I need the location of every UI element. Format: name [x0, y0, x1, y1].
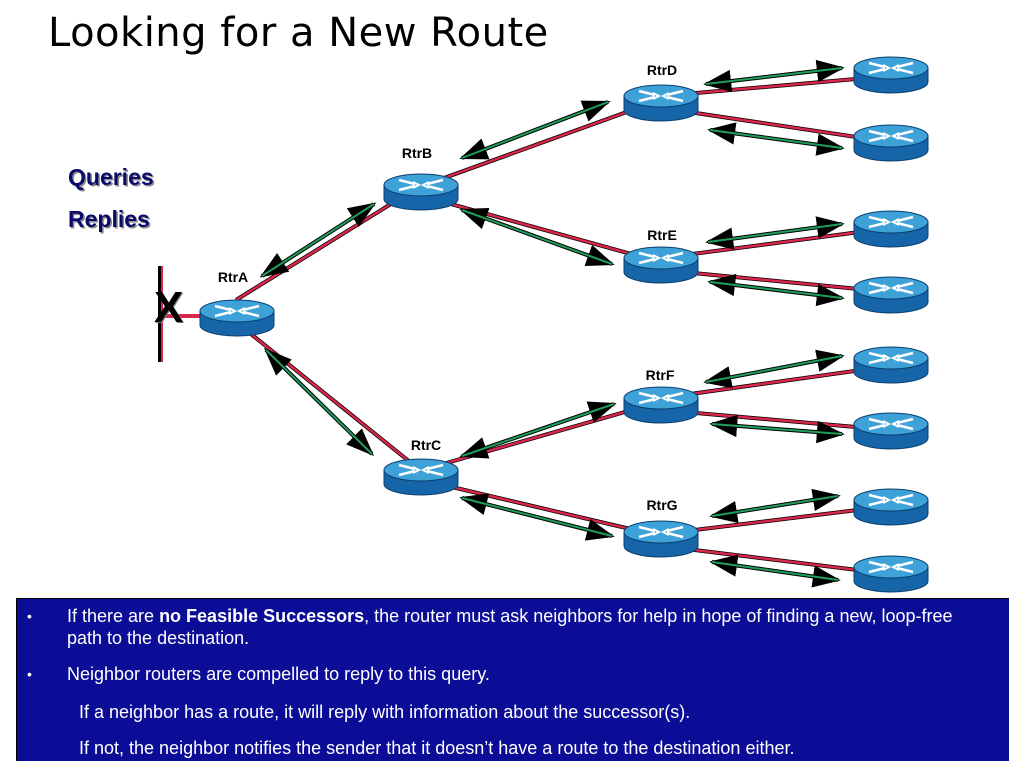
legend-queries: Queries [68, 164, 154, 190]
bullet1-text-end: , the router must ask neighbors for help… [67, 606, 953, 648]
router-rtre [622, 245, 700, 285]
router-rtrf [622, 385, 700, 425]
sub-bullet-no-route: If not, the neighbor notifies the sender… [79, 738, 795, 758]
notes-panel: • If there are no Feasible Successors, t… [16, 598, 1009, 761]
label-rtrb: RtrB [402, 145, 432, 161]
router-leaf [852, 275, 930, 315]
router-rtrg [622, 519, 700, 559]
sub-bullet-has-route: If a neighbor has a route, it will reply… [79, 702, 691, 722]
router-leaf [852, 411, 930, 451]
router-rtra [198, 298, 276, 338]
router-leaf [852, 345, 930, 385]
label-rtra: RtrA [218, 269, 248, 285]
label-rtrd: RtrD [647, 62, 677, 78]
bullet1-bold: no Feasible Successors [159, 606, 365, 626]
label-rtrc: RtrC [411, 437, 441, 453]
network-diagram: RtrA RtrB RtrC RtrD RtrE RtrF RtrG [158, 55, 930, 594]
reply-arrows [259, 59, 845, 588]
router-rtrb [382, 172, 460, 212]
bullet-neighbors-reply: • Neighbor routers are compelled to repl… [27, 663, 977, 685]
bullet1-text-start: If there are [67, 606, 160, 626]
failure-mark: X [154, 283, 184, 332]
router-leaf [852, 123, 930, 163]
router-rtrc [382, 457, 460, 497]
slide-title: Looking for a New Route [48, 10, 549, 56]
bullet-no-feasible-successors: • If there are no Feasible Successors, t… [27, 605, 977, 649]
router-leaf [852, 554, 930, 594]
query-links [234, 74, 891, 576]
router-leaf [852, 487, 930, 527]
router-leaf [852, 55, 930, 95]
legend-replies: Replies [68, 206, 150, 232]
router-leaf [852, 209, 930, 249]
bullet-dot: • [27, 608, 32, 624]
label-rtre: RtrE [647, 227, 677, 243]
router-rtrd [622, 83, 700, 123]
bullet-dot: • [27, 666, 32, 682]
bullet2-text: Neighbor routers are compelled to reply … [67, 664, 490, 684]
label-rtrg: RtrG [646, 497, 677, 513]
label-rtrf: RtrF [646, 367, 675, 383]
